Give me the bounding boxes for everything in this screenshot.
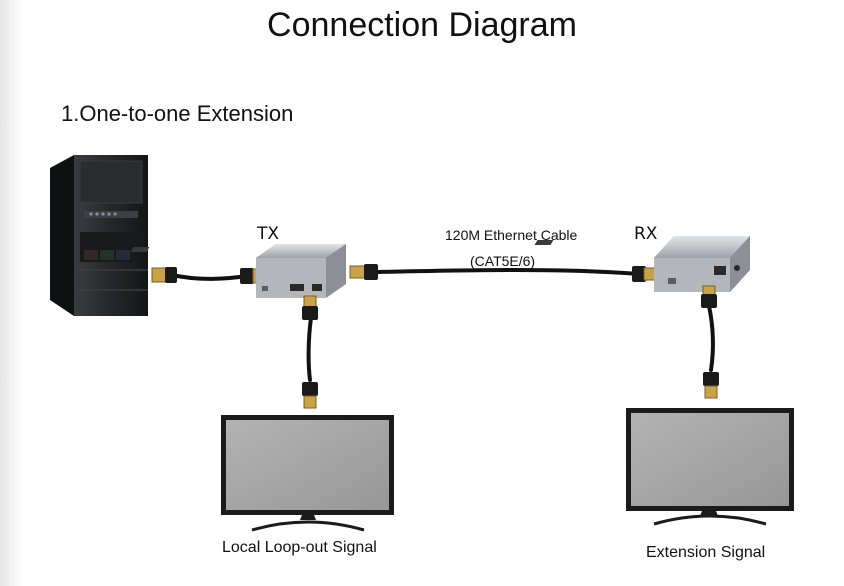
hdmi-connector-icon [151, 267, 177, 283]
rx-label: RX [634, 224, 658, 244]
hdmi-cable-pc-to-tx [170, 273, 250, 281]
hdmi-cable-rx-to-remote-tv [707, 304, 716, 372]
cables [170, 268, 716, 382]
tv-monitor-local-icon [221, 415, 394, 532]
cable-spec-label: (CAT5E/6) [470, 253, 536, 269]
ethernet-cable-tx-to-rx [376, 268, 642, 276]
section-heading: 1.One-to-one Extension [61, 101, 294, 126]
hdmi-connector-icon [302, 382, 318, 409]
hdmi-extender-rx-icon [534, 236, 750, 292]
cable-name-label: 120M Ethernet Cable [445, 227, 578, 243]
hdmi-connector-icon [701, 285, 717, 308]
hdmi-cable-tx-to-local-tv [306, 316, 313, 382]
rj45-connector-icon [349, 264, 378, 280]
extension-signal-caption: Extension Signal [646, 544, 766, 561]
local-signal-caption: Local Loop-out Signal [222, 539, 377, 556]
left-edge-shading [0, 0, 22, 586]
pc-tower-icon [50, 155, 148, 316]
page-title: Connection Diagram [267, 6, 577, 44]
hdmi-extender-tx-icon [130, 244, 346, 298]
rj45-connector-icon [632, 266, 657, 282]
hdmi-connector-icon [302, 295, 318, 320]
tx-label: TX [257, 224, 280, 244]
tv-monitor-remote-icon [626, 408, 794, 526]
hdmi-connector-icon [703, 372, 719, 399]
